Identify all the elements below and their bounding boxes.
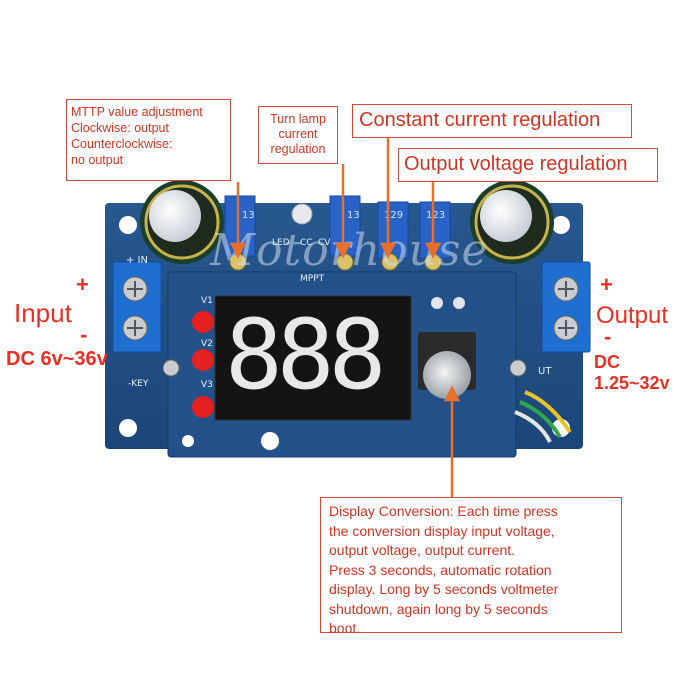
output-label: Output: [596, 302, 669, 329]
callout-mttp: MTTP value adjustment Clockwise: output …: [66, 99, 231, 181]
silk-key-label: -KEY: [128, 379, 149, 389]
led-label-v3: V3: [201, 380, 213, 390]
input-plus: +: [76, 272, 89, 297]
pot-label-cc: CC: [300, 238, 313, 248]
callout-display-line: the conversion display input voltage,: [329, 522, 555, 539]
pot-code-2: 13: [347, 210, 360, 221]
silk-in-label: + IN: [126, 255, 148, 266]
input-minus: -: [80, 322, 88, 347]
pot-label-led: LED: [272, 238, 290, 248]
led-label-v1: V1: [201, 296, 213, 306]
silk-out-label: UT: [538, 366, 552, 377]
pot-code-1: 13: [242, 210, 255, 221]
input-terminal: [112, 261, 162, 353]
output-minus: -: [604, 324, 612, 349]
callout-mttp-line: Clockwise: output: [71, 121, 169, 135]
output-terminal: [541, 261, 591, 353]
callout-display-line: output voltage, output current.: [329, 542, 516, 558]
callout-display-line: boot.: [329, 620, 361, 636]
output-plus: +: [600, 272, 613, 297]
callout-turn-lamp: Turn lamp current regulation: [258, 106, 338, 164]
input-label: Input: [14, 298, 72, 328]
capacitor-left: [140, 180, 224, 264]
callout-display-line: Press 3 seconds, automatic rotation: [329, 561, 552, 578]
pot-code-3: 129: [384, 210, 404, 221]
capacitor-right: [470, 180, 554, 264]
pot-code-4: 123: [426, 210, 446, 221]
callout-mttp-line: MTTP value adjustment: [71, 105, 203, 119]
callout-output-voltage: Output voltage regulation: [398, 148, 658, 182]
callout-display-conversion: Display Conversion: Each time press the …: [320, 497, 622, 636]
callout-constant-current: Constant current regulation: [352, 104, 632, 138]
callout-lamp-line: current: [278, 127, 318, 141]
pot-label-cv: CV: [318, 238, 331, 248]
led-label-v2: V2: [201, 339, 213, 349]
output-range: DC 1.25~32v: [594, 352, 670, 393]
seven-segment-display: 888: [225, 299, 386, 411]
callout-display-line: Display Conversion: Each time press: [329, 503, 558, 519]
callout-mttp-line: no output: [71, 153, 124, 167]
callout-display-line: shutdown, again long by 5 seconds: [329, 600, 548, 617]
watermark: Motorhouse: [210, 225, 489, 276]
callout-display-line: display. Long by 5 seconds voltmeter: [329, 581, 559, 597]
silk-mppt-label: MPPT: [300, 274, 325, 284]
callout-lamp-line: regulation: [270, 142, 326, 156]
callout-mttp-line: Counterclockwise:: [71, 137, 173, 151]
callout-lamp-line: Turn lamp: [270, 112, 326, 126]
input-range: DC 6v~36v: [6, 348, 108, 370]
